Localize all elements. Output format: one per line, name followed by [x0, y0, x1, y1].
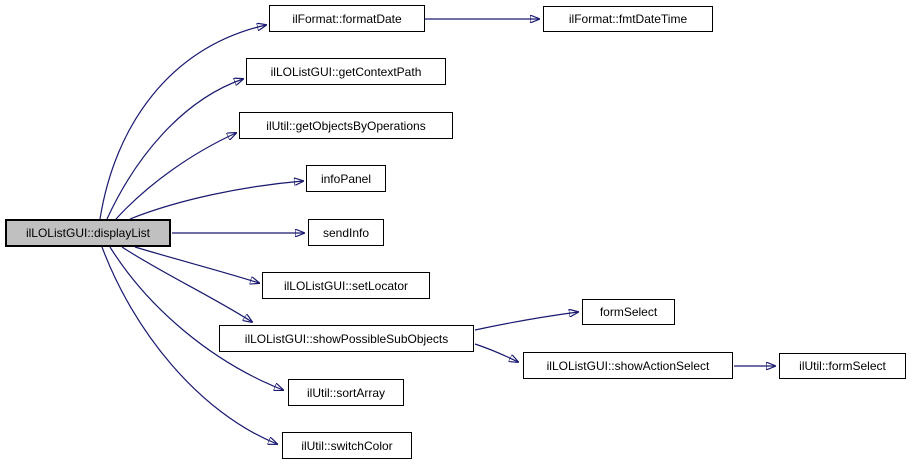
node-setlocator[interactable]: ilLOListGUI::setLocator: [262, 272, 430, 299]
node-getcontextpath[interactable]: ilLOListGUI::getContextPath: [246, 58, 446, 85]
node-showpossiblesubobjects[interactable]: ilLOListGUI::showPossibleSubObjects: [219, 325, 474, 352]
node-formselect[interactable]: formSelect: [582, 299, 675, 325]
edge-displaylist-infopanel: [129, 181, 303, 220]
edge-displaylist-setlocator: [134, 246, 259, 283]
edge-displaylist-getcontextpath: [106, 79, 243, 220]
node-switchcolor[interactable]: ilUtil::switchColor: [282, 432, 412, 459]
node-showactionselect[interactable]: ilLOListGUI::showActionSelect: [523, 352, 733, 379]
edge-displaylist-sortarray: [109, 246, 283, 390]
edge-displaylist-switchcolor: [101, 246, 277, 444]
edge-displaylist-getobjectsbyoperations: [115, 133, 236, 220]
edge-showpossiblesubobjects-showactionselect: [474, 343, 518, 362]
node-formatdate[interactable]: ilFormat::formatDate: [269, 5, 425, 32]
node-sortarray[interactable]: ilUtil::sortArray: [288, 379, 404, 406]
edge-displaylist-formatdate: [99, 25, 266, 220]
node-ilutil-formselect[interactable]: ilUtil::formSelect: [779, 353, 906, 379]
node-displaylist[interactable]: ilLOListGUI::displayList: [5, 219, 171, 247]
node-fmtdatetime[interactable]: ilFormat::fmtDateTime: [543, 6, 713, 32]
node-infopanel[interactable]: infoPanel: [306, 165, 386, 192]
node-sendinfo[interactable]: sendInfo: [308, 219, 384, 246]
edge-showpossiblesubobjects-formselect: [474, 312, 578, 331]
edge-displaylist-showpossiblesubobjects: [121, 246, 252, 322]
node-getobjectsbyoperations[interactable]: ilUtil::getObjectsByOperations: [239, 112, 453, 139]
